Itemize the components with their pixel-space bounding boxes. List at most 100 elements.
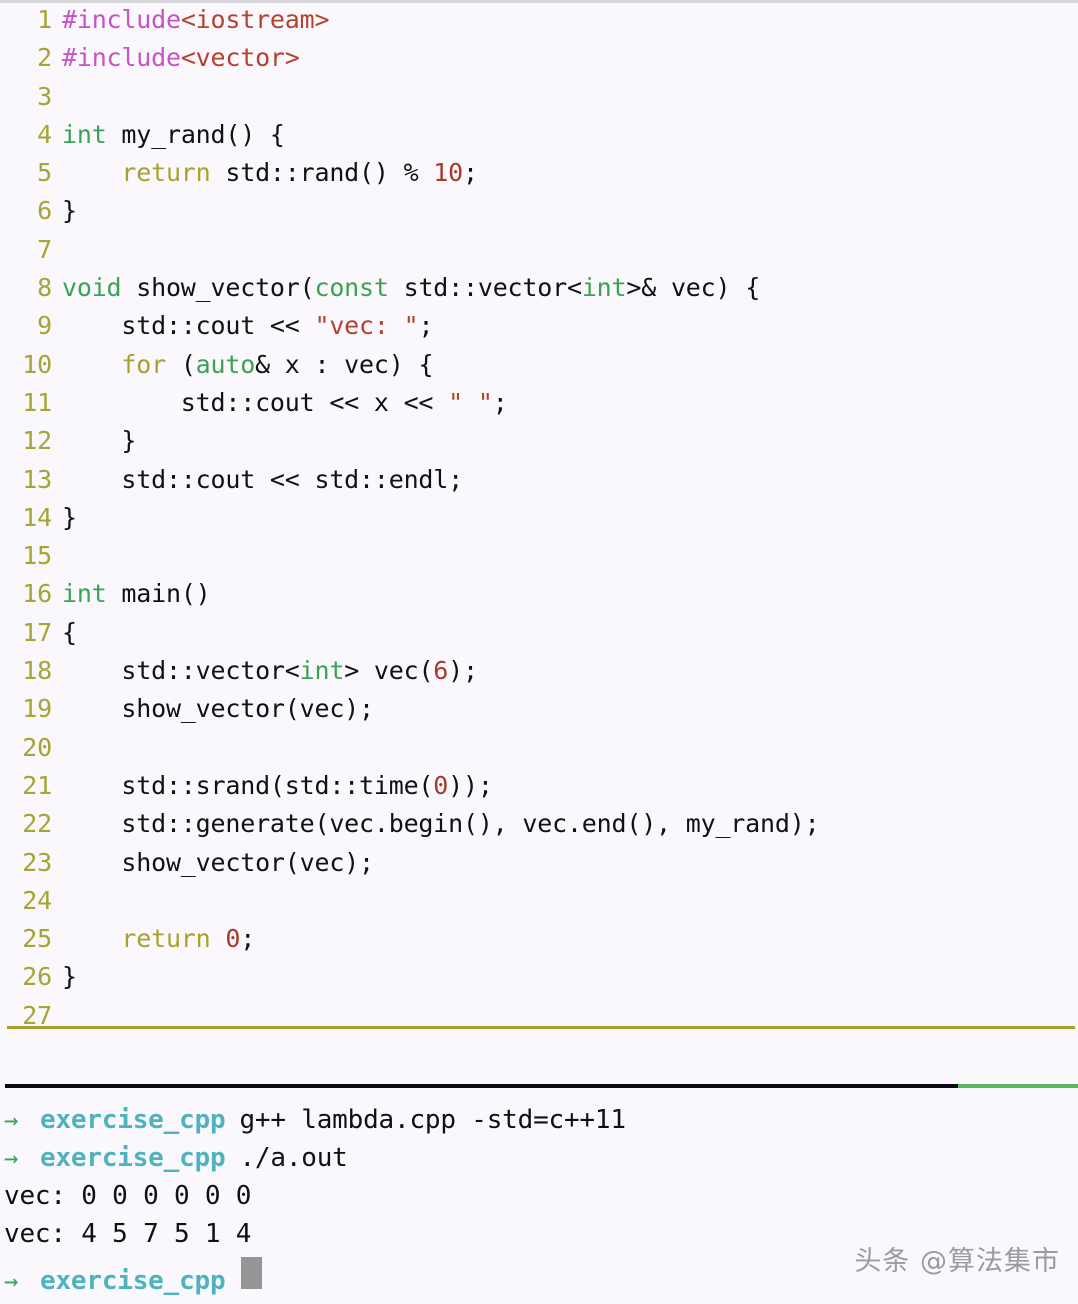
terminal-command[interactable]: g++ lambda.cpp -std=c++11: [239, 1105, 626, 1135]
code-line[interactable]: 19 show_vector(vec);: [0, 694, 1078, 732]
code-token: return: [121, 924, 211, 954]
code-line[interactable]: 27: [0, 1001, 1078, 1039]
line-number: 24: [22, 885, 52, 915]
prompt-arrow-icon: →: [4, 1267, 19, 1295]
code-token: ;: [418, 311, 434, 341]
line-number: 17: [22, 617, 52, 647]
code-line[interactable]: 5 return std::rand() % 10;: [0, 158, 1078, 196]
code-token: #include: [62, 43, 181, 73]
code-token: void: [62, 273, 122, 303]
code-token: std::vector<: [388, 273, 582, 303]
prompt-directory: exercise_cpp: [40, 1143, 226, 1173]
code-line[interactable]: 11 std::cout << x << " ";: [0, 388, 1078, 426]
line-number: 14: [22, 502, 52, 532]
code-line[interactable]: 14}: [0, 503, 1078, 541]
code-token: show_vector(vec);: [62, 847, 374, 877]
code-line-text: std::cout << std::endl;: [62, 465, 1078, 494]
prompt-directory: exercise_cpp: [40, 1105, 226, 1135]
code-token: ;: [492, 387, 508, 417]
code-token: <vector>: [180, 43, 300, 73]
code-token: }: [62, 196, 77, 226]
code-line-text: void show_vector(const std::vector<int>&…: [62, 273, 1078, 302]
code-token: int: [62, 119, 107, 149]
terminal-prompt-line: →exercise_cpp: [0, 1257, 1078, 1296]
code-token: std::generate(vec.begin(), vec.end(), my…: [62, 809, 820, 839]
code-token: #include: [62, 5, 181, 34]
code-token: [62, 158, 121, 187]
line-number: 27: [22, 1000, 52, 1030]
line-number: 23: [22, 847, 52, 877]
terminal-command[interactable]: ./a.out: [239, 1143, 348, 1173]
code-line[interactable]: 21 std::srand(std::time(0));: [0, 771, 1078, 809]
divider-green-segment: [958, 1084, 1078, 1088]
code-token: & x : vec) {: [255, 349, 434, 379]
code-line[interactable]: 7: [0, 235, 1078, 273]
code-token: }: [62, 426, 137, 456]
code-token: std::cout << x <<: [62, 387, 449, 417]
code-line[interactable]: 12 }: [0, 426, 1078, 464]
line-number: 16: [22, 579, 52, 609]
code-line[interactable]: 18 std::vector<int> vec(6);: [0, 656, 1078, 694]
line-number: 26: [22, 962, 52, 992]
code-token: }: [62, 962, 77, 992]
line-number: 5: [37, 158, 52, 188]
code-line[interactable]: 6}: [0, 196, 1078, 234]
code-token: return: [121, 158, 211, 188]
line-number: 15: [22, 541, 52, 571]
line-number: 22: [22, 809, 52, 839]
code-line[interactable]: 20: [0, 733, 1078, 771]
code-line[interactable]: 25 return 0;: [0, 924, 1078, 962]
code-token: std::srand(std::time(: [62, 770, 434, 800]
code-line[interactable]: 26}: [0, 962, 1078, 1000]
code-line[interactable]: 23 show_vector(vec);: [0, 848, 1078, 886]
editor-bottom-divider: [7, 1026, 1075, 1029]
code-line-text: #include<vector>: [62, 43, 1078, 72]
code-token: int: [62, 579, 107, 609]
code-token: 0: [225, 924, 241, 954]
terminal-prompt-line: →exercise_cpp./a.out: [0, 1143, 1078, 1181]
code-line[interactable]: 15: [0, 541, 1078, 579]
code-token: [62, 350, 121, 379]
code-line-text: #include<iostream>: [62, 5, 1078, 34]
code-line[interactable]: 1 #include<iostream>: [0, 5, 1078, 43]
code-line[interactable]: 22 std::generate(vec.begin(), vec.end(),…: [0, 809, 1078, 847]
code-line[interactable]: 17 {: [0, 618, 1078, 656]
code-token: );: [448, 656, 478, 686]
line-number: 19: [22, 694, 52, 724]
code-line[interactable]: 13 std::cout << std::endl;: [0, 465, 1078, 503]
watermark: 头条 @算法集市: [854, 1246, 1060, 1277]
code-line-text: for (auto& x : vec) {: [62, 350, 1078, 379]
prompt-arrow-icon: →: [4, 1106, 19, 1134]
line-number: 1: [37, 5, 52, 34]
line-number: 13: [22, 464, 52, 494]
code-token: ));: [448, 770, 493, 800]
code-token: auto: [195, 349, 256, 379]
code-line[interactable]: 2#include<vector>: [0, 43, 1078, 81]
code-token: std::cout << std::endl;: [62, 464, 463, 494]
code-line[interactable]: 24: [0, 886, 1078, 924]
code-line-text: }: [62, 503, 1078, 532]
code-line-text: {: [62, 618, 1078, 647]
terminal-cursor: [241, 1257, 263, 1289]
line-number: 3: [37, 81, 52, 111]
code-line-text: std::cout << x << " ";: [62, 388, 1078, 417]
code-token: my_rand() {: [106, 119, 285, 149]
code-token: [211, 924, 226, 953]
code-token: " ": [448, 387, 493, 417]
code-line[interactable]: 9 std::cout << "vec: ";: [0, 311, 1078, 349]
code-line[interactable]: 3: [0, 82, 1078, 120]
code-line-text: }: [62, 962, 1078, 991]
code-line[interactable]: 10 for (auto& x : vec) {: [0, 350, 1078, 388]
code-line-text: return 0;: [62, 924, 1078, 953]
code-token: {: [62, 617, 77, 647]
code-token: <iostream>: [180, 5, 330, 34]
code-token: > vec(: [344, 656, 434, 686]
terminal-prompt-line: → exercise_cpp g++ lambda.cpp -std=c++11: [0, 1105, 1078, 1143]
code-token: 10: [433, 158, 463, 188]
line-number: 10: [22, 349, 52, 379]
